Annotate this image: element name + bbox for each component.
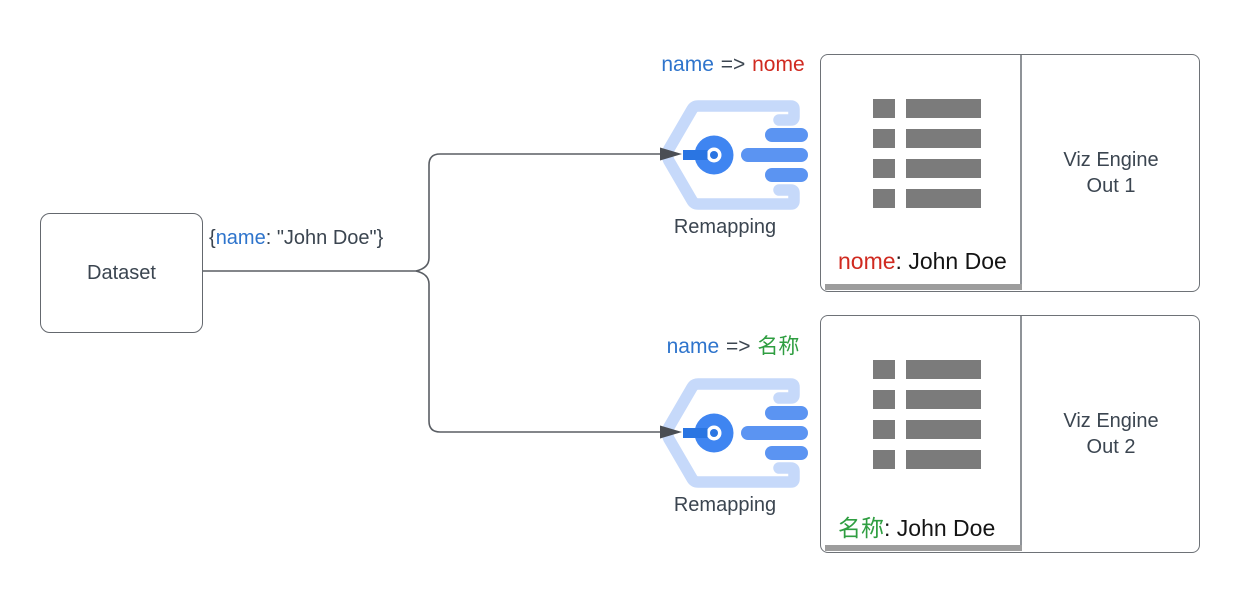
mapping-arrow: => xyxy=(726,335,751,358)
list-icon-row xyxy=(873,99,981,118)
node-viz-engine-out-2[interactable]: 名称: John Doe Viz Engine Out 2 xyxy=(820,315,1200,553)
edge-label-prefix: { xyxy=(209,227,216,249)
mapping-from: name xyxy=(661,53,714,76)
mapping-arrow: => xyxy=(720,53,746,76)
output-field-key: 名称 xyxy=(838,515,884,541)
mapping-to: 名称 xyxy=(757,335,800,358)
remapping-node-label-1: Remapping xyxy=(673,216,777,238)
list-icon xyxy=(873,99,981,219)
arrowhead-icon xyxy=(660,425,682,439)
list-icon-row xyxy=(873,360,981,379)
viz-output-panel: nome: John Doe xyxy=(821,55,1022,284)
panel-shadow xyxy=(825,545,1022,551)
mapping-from: name xyxy=(666,335,720,358)
edge-label-key: name xyxy=(215,227,266,249)
output-field: 名称: John Doe xyxy=(838,509,995,543)
node-dataset[interactable]: Dataset xyxy=(40,213,203,333)
viz-engine-title-line1: Viz Engine xyxy=(1063,410,1159,432)
output-field: nome: John Doe xyxy=(838,248,1007,275)
mapping-label-2: name => 名称 xyxy=(648,330,818,360)
edge-branch-remapping-2 xyxy=(415,270,661,433)
node-viz-engine-out-1[interactable]: nome: John Doe Viz Engine Out 1 xyxy=(820,54,1200,292)
viz-engine-title-line1: Viz Engine xyxy=(1063,149,1159,171)
viz-engine-title: Viz Engine Out 2 xyxy=(1023,408,1199,460)
edge-data-label: {name: "John Doe"} xyxy=(209,227,383,250)
mapping-to: nome xyxy=(752,53,805,76)
list-icon-row xyxy=(873,189,981,208)
output-field-value: : John Doe xyxy=(884,515,996,541)
arrowhead-icon xyxy=(660,147,682,161)
list-icon-row xyxy=(873,450,981,469)
remapping-icon[interactable] xyxy=(661,100,809,210)
list-icon-row xyxy=(873,159,981,178)
remapping-node-label-2: Remapping xyxy=(673,494,777,516)
output-field-value: : John Doe xyxy=(895,248,1007,274)
list-icon-row xyxy=(873,420,981,439)
list-icon xyxy=(873,360,981,480)
node-dataset-label: Dataset xyxy=(87,261,156,284)
remapping-icon[interactable] xyxy=(661,378,809,488)
viz-engine-title-line2: Out 2 xyxy=(1086,436,1136,458)
mapping-label-1: name => nome xyxy=(648,53,818,77)
list-icon-row xyxy=(873,390,981,409)
output-field-key: nome xyxy=(838,248,896,274)
edge-label-suffix: : "John Doe"} xyxy=(265,227,384,249)
viz-engine-title-line2: Out 1 xyxy=(1086,175,1136,197)
edge-branch-remapping-1 xyxy=(415,153,661,272)
viz-engine-title: Viz Engine Out 1 xyxy=(1023,147,1199,199)
viz-output-panel: 名称: John Doe xyxy=(821,316,1022,545)
panel-shadow xyxy=(825,284,1022,290)
list-icon-row xyxy=(873,129,981,148)
